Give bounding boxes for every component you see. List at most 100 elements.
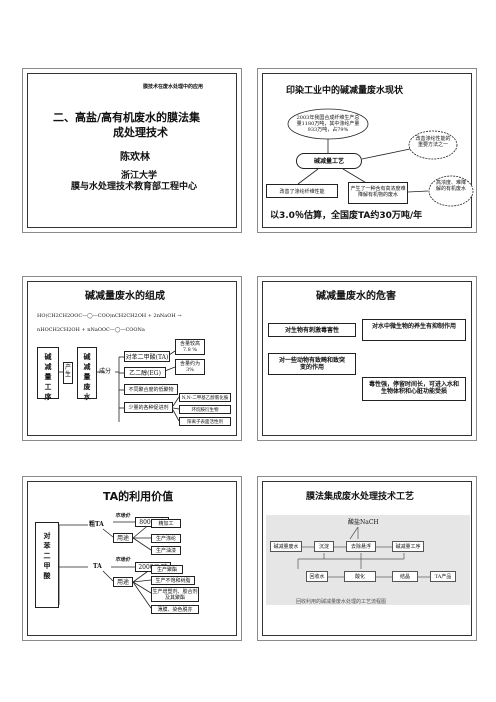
slide-6-node-4: 碱减量工序: [392, 541, 424, 552]
slide-6-connectors: [297, 526, 430, 578]
slide-3-equation-2: nHOCH2CH2OH + nNaOOC—◯—COONa: [37, 327, 145, 333]
slide-5-u2b-box: 生产不饱和树脂: [151, 576, 195, 585]
slide-3-item-1: 对苯二甲酸(TA): [125, 354, 169, 361]
slide-1-frame: [27, 73, 237, 228]
slide-2-process-box: 碱减量工艺: [296, 153, 362, 169]
slide-6-node-6-text: 酸化: [354, 574, 365, 580]
slide-2-cloud-top: 改善涤纶性能的重要方法之一: [415, 136, 451, 148]
slide-6-node-2-text: 沉淀: [318, 544, 329, 550]
slide-2-title: 印染工业中的碱减量废水现状: [286, 86, 404, 96]
slide-6[interactable]: 膜法集成废水处理技术工艺 酸盐NaCH 碱减量废水 沉淀 去除悬浮 碱减量工序 …: [257, 476, 477, 641]
slide-5-connectors: [58, 521, 152, 609]
slide-3-vert-box-1: 碱减量工序: [37, 347, 59, 401]
slide-3-comp: 成分: [99, 368, 112, 375]
slide-6-node-7: 结晶: [392, 571, 418, 582]
slide-5-use-1: 用途: [116, 535, 129, 542]
slide-3-approx-val: 3%: [186, 367, 194, 373]
slide-2-cloud-right: 高浓度、难降解的有机废水: [435, 180, 466, 192]
slide-3-item-2: 乙二醇(EG): [129, 370, 161, 377]
slide-5-u1b-box: 生产涤纶: [151, 534, 181, 543]
slide-5-vert: 对苯二甲酸: [43, 531, 51, 580]
slide-1[interactable]: 膜技术在废水处理中的应用 二、高盐/高有机废水的膜法集 成处理技术 陈欢林 浙江…: [22, 68, 242, 233]
slide-3-sub-3: 阳离子表面活性剂: [187, 420, 223, 425]
slide-4-title: 碱减量废水的危害: [316, 291, 396, 302]
slide-2[interactable]: 印染工业中的碱减量废水现状 2003年我国合成纤维生产总量1180万吨，其中涤纶…: [257, 68, 477, 233]
slide-3-approx: 含量约为: [179, 361, 200, 367]
slide-4[interactable]: 碱减量废水的危害 对生物有刺激毒害性 对水中微生物的养生有抑制作用 对一些动物有…: [257, 276, 477, 441]
slide-5-u1c-box: 生产油漆: [151, 546, 181, 555]
slide-2-process: 碱减量工艺: [313, 158, 344, 165]
slide-5-u1a-box: 精加工: [151, 519, 181, 528]
slide-4-box-3-text: 对一些动物有致畸和致突变的作用: [278, 357, 345, 371]
slide-5-use-1-box: 用途: [113, 533, 133, 543]
slide-3-item-4: 少量的各种促进剂: [128, 405, 169, 411]
slide-6-title: 膜法集成废水处理技术工艺: [306, 492, 415, 502]
slide-3-title: 碱减量废水的组成: [85, 291, 165, 302]
slide-5-u1c: 生产油漆: [155, 548, 176, 554]
slide-3-vert-1: 碱减量工序: [44, 352, 52, 401]
slide-2-mid-box: 产生了一种含有高浓度难降解有机物的废水: [348, 182, 408, 204]
slide-5-pure: TA: [93, 563, 102, 570]
slide-5-crude-price-label: 市场价: [115, 513, 131, 519]
slide-6-node-3: 去除悬浮: [346, 541, 376, 552]
slide-5-u2a-box: 生产聚酯: [151, 565, 183, 574]
slide-4-frame: [262, 281, 472, 436]
slide-3-sub-3-box: 阳离子表面活性剂: [179, 417, 231, 426]
slide-3-sub-2: 环烷胺衍生物: [191, 408, 219, 413]
slide-3-item-4-box: 少量的各种促进剂: [124, 402, 173, 413]
slide-6-node-3-text: 去除悬浮: [350, 544, 371, 550]
slide-3-high-val: 7.8 %: [182, 347, 198, 353]
slide-2-ellipse-text: 2003年我国合成纤维生产总量1180万吨，其中涤纶产量933万吨，占79%: [296, 115, 360, 133]
slide-3-vert-2: 产生: [64, 364, 71, 378]
slide-5-u1b: 生产涤纶: [155, 536, 176, 542]
slide-3-sub-1-box: N,N-二甲基乙醇氯化胺: [179, 393, 231, 402]
slide-1-header: 膜技术在废水处理中的应用: [143, 84, 204, 90]
slide-3-item-3: 不同聚合度的低聚物: [128, 387, 174, 393]
slide-5-u2d: 薄膜、染色脱亦: [157, 607, 193, 613]
slide-1-title-line1: 二、高盐/高有机废水的膜法集: [53, 111, 201, 124]
slide-2-footer: 以3.0％估算，全国废TA约30万吨/年: [270, 211, 423, 221]
slide-6-node-8: TA产品: [430, 571, 456, 582]
slide-3-equation-1: HO(CH2CH2OOC—◯—COO)nCH2CH2OH + 2nNaOH →: [37, 313, 182, 319]
slide-5[interactable]: TA的利用价值 对苯二甲酸 粗TA 市场价 800元/吨 用途 精加工 生产涤纶…: [22, 476, 242, 641]
slide-5-use-2-box: 用途: [113, 577, 133, 587]
slide-3-item-2-box: 乙二醇(EG): [124, 367, 166, 378]
slide-3-sub-1: N,N-二甲基乙醇氯化胺: [181, 396, 229, 401]
slide-3-approx-box: 含量约为 3%: [175, 359, 205, 375]
slide-6-node-2: 沉淀: [314, 541, 334, 552]
slide-5-title: TA的利用价值: [103, 490, 174, 503]
slide-6-node-6: 酸化: [344, 571, 376, 582]
slide-3-high: 含量较高: [179, 341, 200, 347]
slide-2-mid-box-text: 产生了一种含有高浓度难降解有机物的废水: [350, 186, 406, 198]
slide-4-box-4-text: 毒性强，停留时间长，可进入水和生物体积和心脏功能受损: [369, 381, 460, 395]
slide-6-node-8-text: TA产品: [434, 574, 452, 580]
slide-2-connectors: [287, 108, 474, 207]
slide-5-u2a: 生产聚酯: [156, 567, 177, 573]
slide-6-node-1-text: 碱减量废水: [273, 544, 299, 550]
slide-3[interactable]: 碱减量废水的组成 HO(CH2CH2OOC—◯—COO)nCH2CH2OH + …: [22, 276, 242, 441]
slide-6-node-4-text: 碱减量工序: [395, 544, 421, 550]
slide-5-u2b: 生产不饱和树脂: [155, 578, 191, 584]
slide-1-org-line2: 膜与水处理技术教育部工程中心: [71, 182, 198, 192]
slide-5-frame: [27, 481, 237, 636]
slide-5-u2c-box: 生产增塑剂、胶合剂及其聚酯: [151, 587, 199, 602]
slide-1-org-line1: 浙江大学: [121, 171, 158, 181]
slide-6-frame: [262, 481, 472, 636]
slide-3-vert-3: 碱减量废水: [83, 352, 91, 401]
slide-2-left-box: 改善了涤纶纤维性能: [266, 184, 338, 198]
slide-5-pure-price-label: 市场价: [115, 557, 131, 563]
slide-1-title-line2: 成处理技术: [113, 126, 168, 139]
slide-1-author: 陈欢林: [120, 152, 150, 163]
slide-6-node-7-text: 结晶: [399, 574, 410, 580]
slide-3-vert-box-3: 碱减量废水: [77, 347, 97, 401]
slide-5-vert-box: 对苯二甲酸: [35, 522, 59, 608]
slide-4-box-1: 对生物有刺激毒害性: [268, 323, 356, 337]
slide-6-node-5: 回收水: [306, 571, 328, 582]
slide-6-node-1: 碱减量废水: [270, 541, 302, 552]
slide-5-u1a: 精加工: [158, 521, 174, 527]
slide-3-high-box: 含量较高 7.8 %: [175, 339, 205, 355]
slide-6-node-5-text: 回收水: [309, 574, 325, 580]
slide-3-connectors: [59, 350, 180, 422]
slide-6-top-label: 酸盐NaCH: [348, 519, 379, 526]
slide-4-box-2: 对水中微生物的养生有抑制作用: [362, 319, 466, 341]
